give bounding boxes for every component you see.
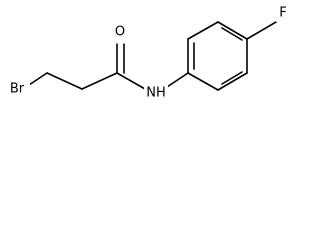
ring-double-bond-c: [221, 71, 243, 85]
oxygen-label: O: [115, 25, 125, 40]
bonds: [25, 21, 277, 91]
ring-bond-6: [187, 72, 219, 91]
bond-carbonyl-nitrogen: [116, 72, 146, 90]
bond-c1-c2: [46, 72, 83, 90]
ring-bond-5: [217, 72, 248, 91]
chemical-structure-diagram: Br O NH F: [6, 5, 290, 101]
ring-bond-2: [187, 21, 219, 40]
bond-c2-carbonyl: [81, 72, 118, 90]
bond-nitrogen-ring: [166, 72, 189, 88]
ring-bond-3: [217, 21, 248, 40]
bromine-label: Br: [10, 82, 25, 97]
atom-labels: Br O NH F: [6, 5, 290, 101]
nh-label: NH: [146, 86, 166, 101]
bond-ring-fluorine: [246, 21, 277, 40]
ring-double-bond-b: [221, 27, 243, 41]
fluorine-label: F: [279, 6, 286, 21]
